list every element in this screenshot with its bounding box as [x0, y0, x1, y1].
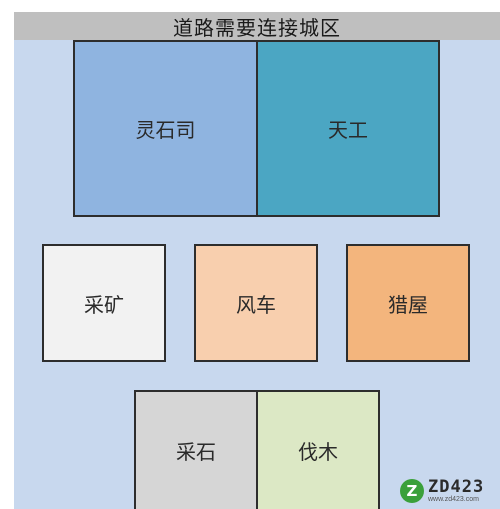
page-title: 道路需要连接城区	[14, 12, 500, 40]
map-panel: 道路需要连接城区 灵石司 天工 采矿 风车 猎屋 采石 伐木	[14, 12, 500, 509]
watermark-text: ZD423 www.zd423.com	[428, 477, 485, 504]
zone-tiangong[interactable]: 天工	[256, 40, 440, 217]
zone-famu[interactable]: 伐木	[256, 390, 380, 509]
zone-fengche[interactable]: 风车	[194, 244, 318, 362]
watermark-sub: www.zd423.com	[428, 496, 479, 503]
zone-caikuang[interactable]: 采矿	[42, 244, 166, 362]
zone-lingshisi[interactable]: 灵石司	[73, 40, 258, 217]
zone-liewu[interactable]: 猎屋	[346, 244, 470, 362]
watermark-main: ZD423	[428, 477, 485, 497]
watermark-logo: Z ZD423 www.zd423.com	[400, 477, 496, 505]
zd-logo-icon: Z	[400, 479, 424, 503]
zone-caishi[interactable]: 采石	[134, 390, 258, 509]
